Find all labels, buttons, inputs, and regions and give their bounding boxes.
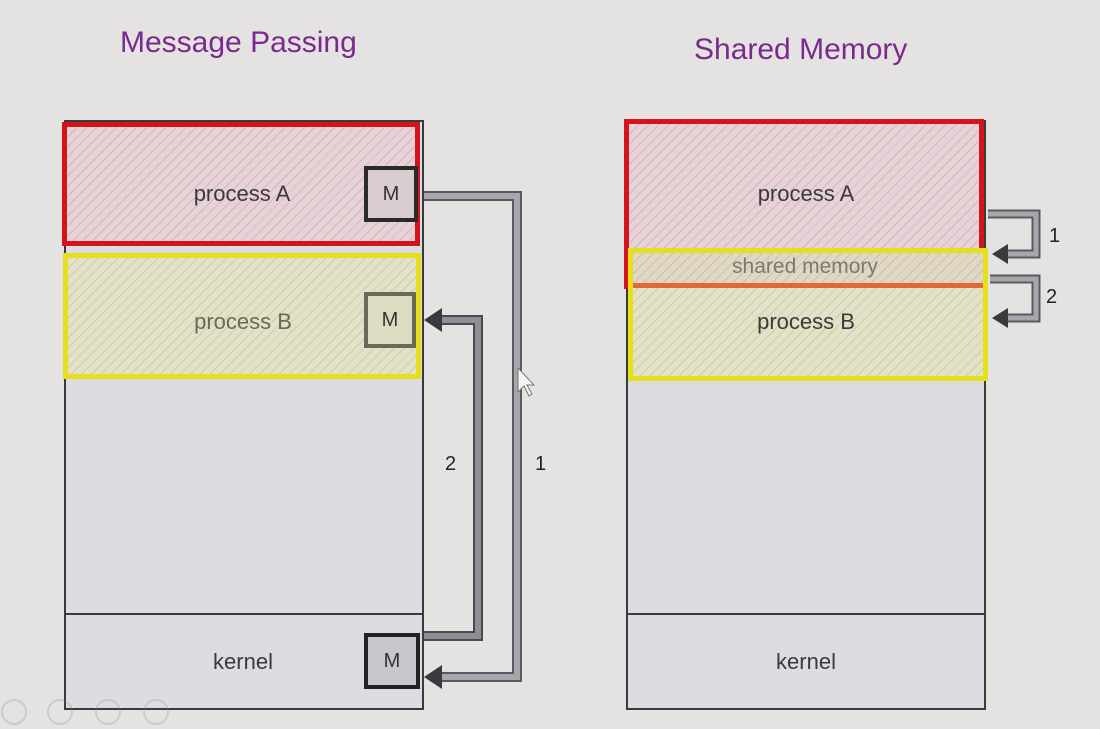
sm-process-b-label: process B: [757, 309, 855, 334]
sm-kernel-divider: [626, 613, 984, 615]
zoom-icon[interactable]: [95, 699, 121, 725]
mp-kernel-divider: [64, 613, 422, 615]
mp-kernel-m-box: M: [364, 633, 420, 689]
mp-arrow-1: [424, 191, 522, 689]
mp-step-2-label: 2: [445, 453, 457, 475]
sm-arrow-2: [990, 274, 1041, 328]
page-icon[interactable]: [47, 699, 73, 725]
pencil-icon[interactable]: [1, 699, 27, 725]
shared-memory-title: Shared Memory: [694, 33, 908, 66]
mp-step-1-label: 1: [535, 453, 547, 475]
sm-process-a-label: process A: [757, 181, 855, 206]
sm-shared-memory-line: [633, 283, 983, 288]
mp-process-b-label: process B: [194, 309, 292, 334]
sm-kernel-label: kernel: [776, 649, 836, 674]
mp-arrow-1-head: [424, 665, 442, 689]
player-controls[interactable]: [1, 699, 169, 725]
sm-step-1-label: 1: [1049, 225, 1061, 247]
mp-kernel-label: kernel: [213, 649, 273, 674]
sm-arrow-1: [988, 209, 1041, 264]
mp-process-b-m-box: M: [364, 292, 416, 348]
mp-arrow-2: [424, 308, 483, 641]
mp-arrow-2-head: [424, 308, 442, 332]
more-icon[interactable]: [143, 699, 169, 725]
mp-process-b-region: [63, 253, 421, 379]
mp-process-a-label: process A: [193, 181, 291, 206]
sm-shared-memory-region: [633, 253, 983, 285]
mouse-cursor-icon: [517, 366, 536, 397]
sm-arrow-1-head: [992, 244, 1008, 264]
message-passing-title: Message Passing: [120, 26, 357, 59]
sm-step-2-label: 2: [1046, 286, 1058, 308]
sm-shared-memory-label: shared memory: [732, 255, 878, 278]
mp-process-a-region: [62, 122, 420, 246]
sm-arrow-2-head: [992, 308, 1008, 328]
mp-process-a-m-box: M: [364, 166, 418, 222]
